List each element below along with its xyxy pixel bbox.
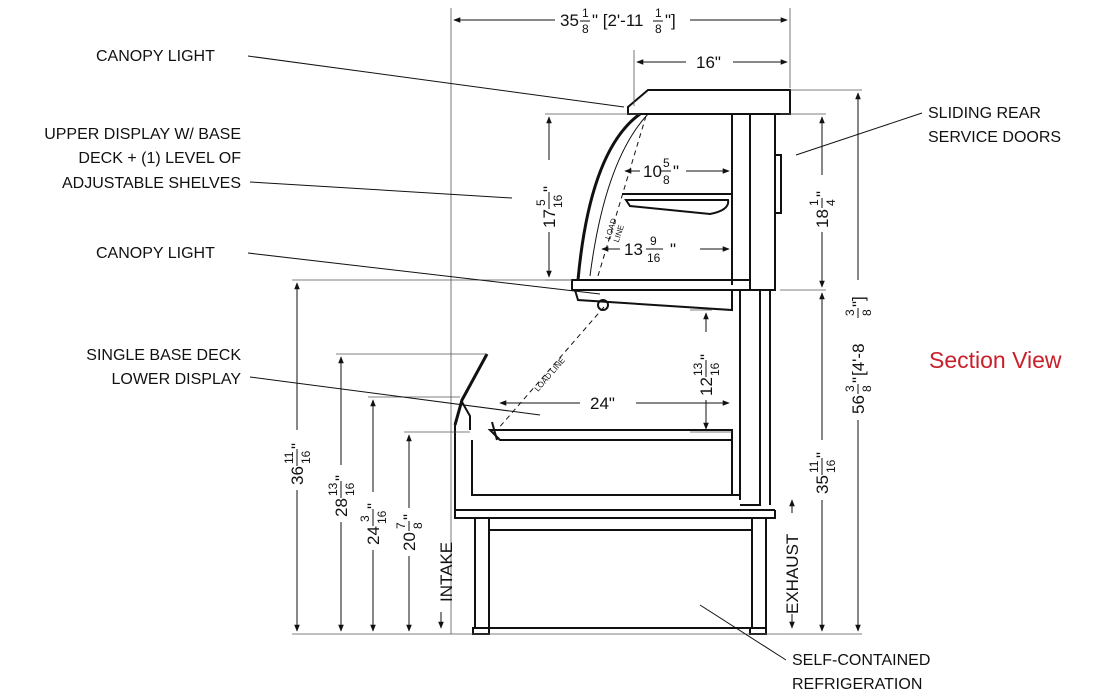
svg-text:LOWER DISPLAY: LOWER DISPLAY xyxy=(111,371,241,388)
svg-text:28: 28 xyxy=(332,498,351,517)
svg-text:8: 8 xyxy=(860,309,874,316)
dim-upper-height: 17 5 16 " xyxy=(534,186,565,228)
svg-text:EXHAUST: EXHAUST xyxy=(783,534,802,614)
svg-text:16: 16 xyxy=(708,362,722,376)
svg-text:13: 13 xyxy=(326,482,340,496)
svg-text:16: 16 xyxy=(343,482,357,496)
svg-text:": " xyxy=(813,452,832,458)
svg-text:18: 18 xyxy=(813,209,832,228)
dim-lower-height: 12 13 16 " xyxy=(691,354,722,396)
svg-text:": " xyxy=(697,354,716,360)
dim-rear-counter-height: 35 11 16 " xyxy=(807,452,838,494)
svg-text:SLIDING REAR: SLIDING REAR xyxy=(928,105,1041,122)
svg-text:": " xyxy=(540,186,559,192)
dim-h4: 20 7 8 " xyxy=(394,514,425,551)
svg-text:ADJUSTABLE SHELVES: ADJUSTABLE SHELVES xyxy=(62,175,241,192)
svg-text:1: 1 xyxy=(807,199,821,206)
callout-refrigeration: SELF-CONTAINED REFRIGERATION xyxy=(699,604,930,692)
section-view-title: Section View xyxy=(929,347,1062,373)
svg-text:36: 36 xyxy=(288,466,307,485)
svg-text:3: 3 xyxy=(358,515,372,522)
svg-text:56: 56 xyxy=(849,395,868,414)
dim-door-height: 18 1 4 " xyxy=(807,191,838,228)
intake-flow: INTAKE xyxy=(437,542,456,629)
svg-text:1: 1 xyxy=(655,6,662,20)
dim-h2: 28 13 16 " xyxy=(326,475,357,517)
svg-text:UPPER DISPLAY W/ BASE: UPPER DISPLAY W/ BASE xyxy=(44,126,241,143)
svg-text:": " xyxy=(670,240,676,259)
svg-text:8: 8 xyxy=(655,22,662,36)
svg-text:CANOPY LIGHT: CANOPY LIGHT xyxy=(96,245,215,262)
svg-text:17: 17 xyxy=(540,209,559,228)
dim-h1: 36 11 16 " xyxy=(282,443,313,485)
callout-rear-doors: SLIDING REAR SERVICE DOORS xyxy=(795,105,1061,156)
dim-canopy-depth: 16" xyxy=(696,53,721,72)
dim-overall-height: 56 3 8 " [4'-8 3 8 "] xyxy=(843,296,874,414)
svg-text:": " xyxy=(332,475,351,481)
svg-text:11: 11 xyxy=(807,460,821,473)
dim-h3: 24 3 16 " xyxy=(358,503,389,545)
display-case-outline xyxy=(453,89,791,635)
svg-text:SELF-CONTAINED: SELF-CONTAINED xyxy=(792,652,930,669)
svg-text:8: 8 xyxy=(411,522,425,529)
svg-text:9: 9 xyxy=(650,234,657,248)
svg-text:": " xyxy=(288,443,307,449)
svg-text:16: 16 xyxy=(299,450,313,464)
callout-lower-display: SINGLE BASE DECK LOWER DISPLAY xyxy=(86,347,541,416)
svg-text:8: 8 xyxy=(663,173,670,187)
dim-upper-deck-depth: 13 9 16 " xyxy=(624,234,676,265)
svg-text:20: 20 xyxy=(400,532,419,551)
svg-text:": " xyxy=(400,514,419,520)
svg-text:"]: "] xyxy=(849,296,868,307)
svg-text:11: 11 xyxy=(282,451,296,464)
callout-canopy-light-upper: CANOPY LIGHT xyxy=(96,48,625,108)
callout-canopy-light-lower: CANOPY LIGHT xyxy=(96,245,601,295)
callout-upper-display: UPPER DISPLAY W/ BASE DECK + (1) LEVEL O… xyxy=(44,126,513,199)
svg-text:13: 13 xyxy=(691,362,705,376)
extension-lines xyxy=(292,8,862,635)
svg-text:16: 16 xyxy=(824,459,838,473)
svg-text:": " xyxy=(813,191,832,197)
svg-text:": " xyxy=(849,377,868,383)
svg-text:DECK + (1) LEVEL OF: DECK + (1) LEVEL OF xyxy=(78,150,241,167)
svg-text:"]: "] xyxy=(665,11,676,30)
svg-text:8: 8 xyxy=(582,22,589,36)
svg-text:3: 3 xyxy=(843,385,857,392)
dimension-lines xyxy=(294,17,861,632)
svg-text:CANOPY LIGHT: CANOPY LIGHT xyxy=(96,48,215,65)
svg-text:24: 24 xyxy=(364,526,383,545)
svg-text:5: 5 xyxy=(534,199,548,206)
svg-text:35: 35 xyxy=(560,11,579,30)
load-lines: LOAD LINE LOAD LINE xyxy=(496,115,647,431)
svg-text:SINGLE BASE DECK: SINGLE BASE DECK xyxy=(86,347,241,364)
svg-text:12: 12 xyxy=(697,377,716,396)
svg-text:4: 4 xyxy=(824,199,838,206)
svg-text:10: 10 xyxy=(643,162,662,181)
svg-text:8: 8 xyxy=(860,385,874,392)
svg-text:SERVICE DOORS: SERVICE DOORS xyxy=(928,129,1061,146)
dim-overall-width: 35 1 8 " [2'-11 1 8 "] xyxy=(560,6,676,36)
svg-text:INTAKE: INTAKE xyxy=(437,542,456,602)
svg-text:35: 35 xyxy=(813,475,832,494)
svg-text:": " xyxy=(673,162,679,181)
svg-text:REFRIGERATION: REFRIGERATION xyxy=(792,676,922,692)
svg-text:": " xyxy=(364,503,383,509)
svg-text:16: 16 xyxy=(647,251,661,265)
exhaust-flow: EXHAUST xyxy=(783,499,802,629)
dim-upper-shelf-depth: 10 5 8 " xyxy=(643,156,679,187)
svg-text:16: 16 xyxy=(375,510,389,524)
svg-text:16: 16 xyxy=(551,194,565,208)
svg-text:5: 5 xyxy=(663,156,670,170)
svg-text:[4'-8: [4'-8 xyxy=(849,343,868,376)
load-line-lower-label: LOAD LINE xyxy=(533,356,567,393)
svg-text:13: 13 xyxy=(624,240,643,259)
dim-lower-deck-depth: 24" xyxy=(590,394,615,413)
svg-text:7: 7 xyxy=(394,522,408,529)
svg-text:" [2'-11: " [2'-11 xyxy=(592,11,644,30)
svg-text:3: 3 xyxy=(843,309,857,316)
svg-text:1: 1 xyxy=(582,6,589,20)
